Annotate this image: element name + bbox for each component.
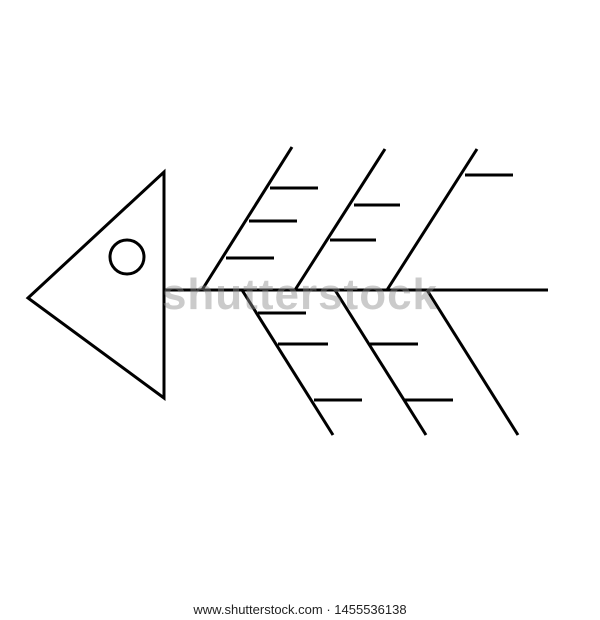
lower-bone-1 — [240, 289, 335, 436]
upper-bone-1 — [200, 146, 294, 291]
upper-bone-2 — [293, 148, 387, 291]
footer-credit: www.shutterstock.com · 1455536138 — [193, 602, 407, 617]
fish-head — [25, 168, 166, 401]
fishbone-diagram — [25, 146, 548, 436]
lower-bone-2 — [333, 289, 428, 436]
lower-bone-3 — [425, 289, 520, 436]
fish-eye — [108, 238, 146, 276]
upper-bone-3 — [385, 148, 479, 291]
